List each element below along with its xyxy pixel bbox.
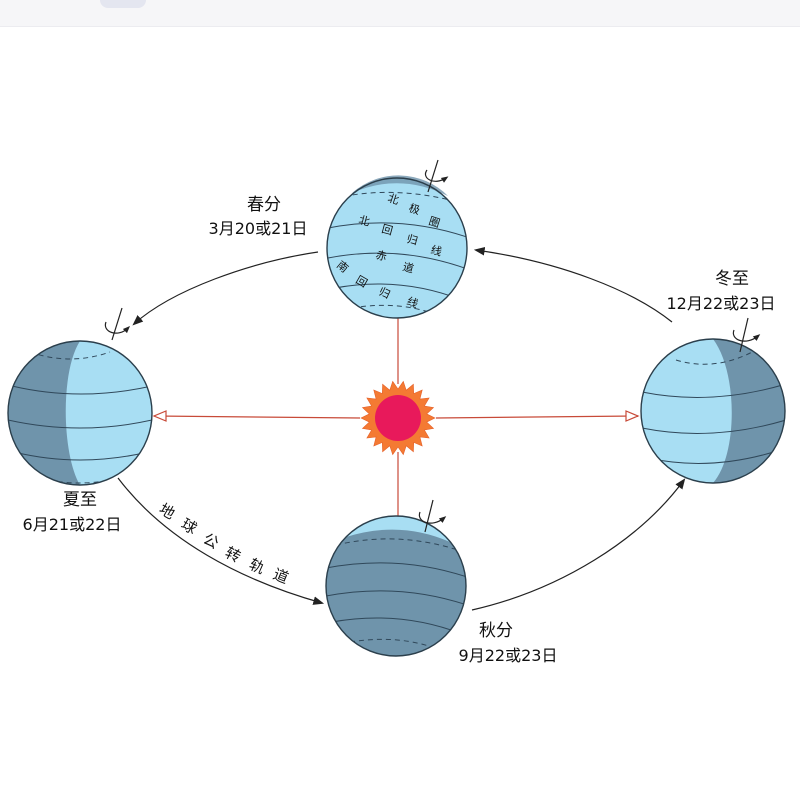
globe-autumn-equinox (325, 499, 467, 657)
orbit-label-char-1: 地 (156, 500, 178, 523)
orbit-label-char-5: 轨 (246, 555, 267, 578)
antarctic-circle-line (351, 304, 441, 317)
orbit-arc-spring-to-summer (132, 251, 319, 326)
tropic-of-capricorn-line (13, 451, 149, 461)
label-winter-solstice: 冬至 12月22或23日 (666, 269, 775, 313)
label-tropic-cancer-4: 线 (429, 242, 443, 258)
night-side-summer (8, 341, 80, 485)
winter-name: 冬至 (715, 269, 749, 289)
spring-name: 春分 (247, 195, 281, 215)
autumn-name: 秋分 (479, 621, 513, 641)
equator-line (326, 590, 466, 607)
summer-name: 夏至 (63, 490, 97, 510)
globe-winter-solstice (640, 317, 786, 484)
top-decoration (100, 0, 146, 8)
orbit-arc-summer-to-autumn (117, 477, 325, 605)
label-arctic-circle-2: 极 (407, 201, 422, 218)
label-summer-solstice: 夏至 6月21或22日 (23, 490, 122, 534)
rotation-arrow-icon (104, 307, 131, 341)
label-tropic-cancer-1: 北 (357, 213, 371, 228)
tropic-of-cancer-line (11, 385, 152, 395)
summer-date: 6月21或22日 (23, 515, 122, 534)
ray-marker-summer (152, 410, 167, 422)
sun-icon (360, 380, 436, 456)
orbit-label: 地 球 公 转 轨 道 (156, 500, 291, 587)
equator-line (8, 419, 152, 429)
label-arctic-circle-3: 圈 (427, 214, 441, 230)
rotation-arrow-icon (732, 317, 761, 353)
equator-line (641, 419, 785, 434)
tropic-of-cancer-line (641, 383, 785, 398)
night-side-winter (713, 339, 785, 483)
label-tropic-cancer-3: 归 (405, 231, 419, 247)
top-strip (0, 0, 800, 27)
orbit-label-char-3: 公 (200, 530, 222, 553)
orbit-arc-autumn-to-winter (471, 478, 686, 611)
winter-date: 12月22或23日 (666, 294, 775, 313)
arctic-circle-line (335, 538, 465, 553)
autumn-date: 9月22或23日 (459, 646, 558, 665)
label-tropic-cancer-2: 回 (380, 222, 394, 237)
label-equator-2: 道 (401, 259, 415, 275)
label-tropic-capricorn-3: 归 (377, 284, 393, 301)
orbit-path (117, 246, 686, 611)
ray-to-winter (435, 415, 639, 419)
tropic-of-capricorn-line (331, 617, 463, 635)
arctic-circle-line (29, 351, 111, 360)
day-cap-autumn (346, 516, 450, 542)
label-arctic-circle-1: 北 (386, 191, 400, 207)
arctic-circle-line (675, 349, 757, 365)
orbit-label-char-4: 转 (222, 543, 243, 566)
label-spring-equinox: 春分 3月20或21日 (209, 195, 308, 238)
equator-line (327, 252, 467, 271)
globe-summer-solstice (7, 307, 153, 486)
tropic-of-capricorn-line (647, 449, 781, 464)
tropic-of-cancer-line (327, 222, 467, 239)
label-autumn-equinox: 秋分 9月22或23日 (459, 621, 558, 665)
label-equator-1: 赤 (374, 248, 388, 263)
spring-date: 3月20或21日 (209, 219, 308, 238)
rotation-arrow-icon (425, 159, 449, 193)
orbit-label-char-6: 道 (271, 565, 292, 587)
tropic-of-cancer-line (326, 562, 466, 579)
ray-marker-winter (625, 410, 640, 422)
sun-core (375, 395, 421, 441)
label-tropic-capricorn-4: 线 (405, 294, 420, 311)
globe-spring-equinox: 北 极 圈 北 回 归 线 赤 道 南 回 归 线 (326, 159, 468, 319)
ray-to-summer (153, 415, 361, 419)
rotation-arrow-icon (418, 499, 447, 533)
orbit-arc-winter-to-spring (473, 246, 673, 323)
orbit-label-char-2: 球 (178, 515, 200, 538)
